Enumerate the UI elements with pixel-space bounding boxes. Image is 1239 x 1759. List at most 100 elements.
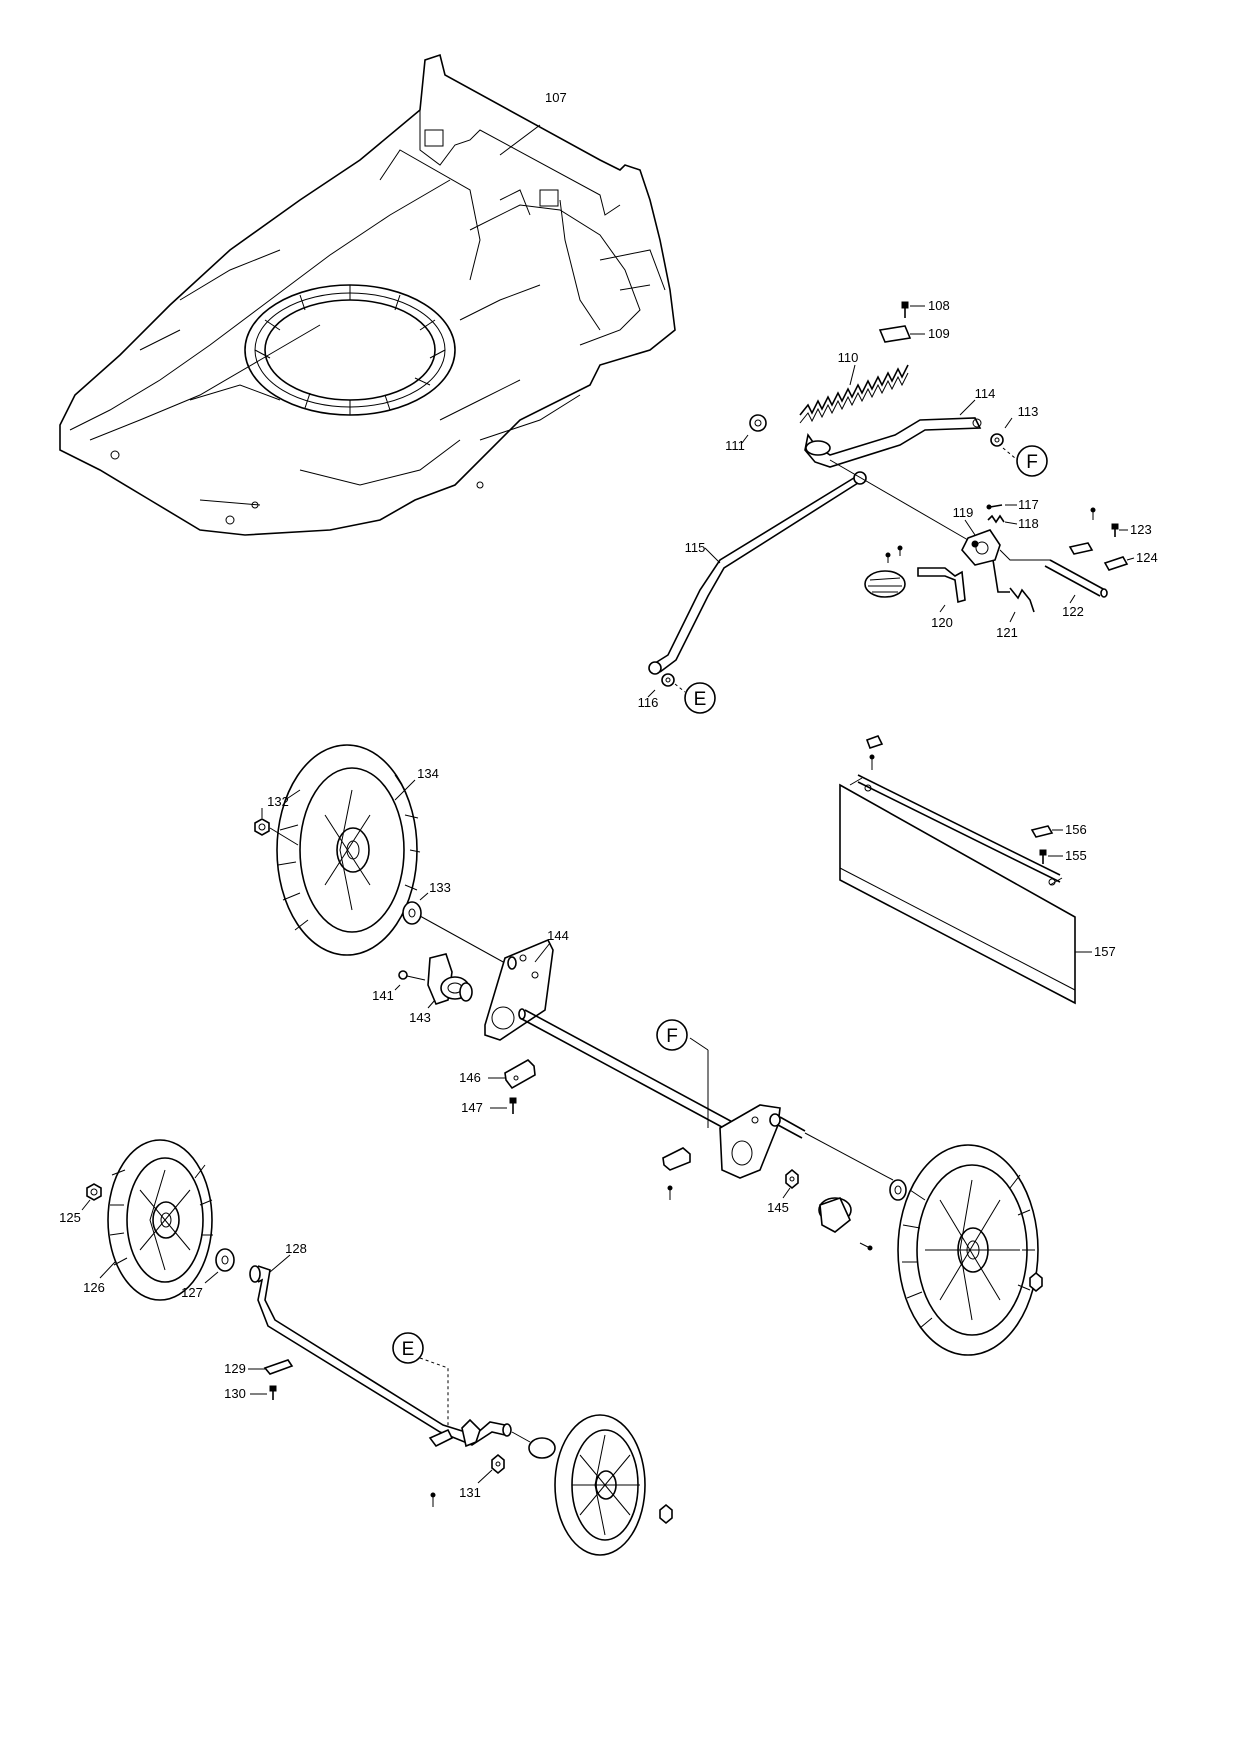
callout-113: 113 bbox=[1018, 404, 1039, 419]
nut-145 bbox=[785, 1168, 799, 1190]
front-wheel-right bbox=[511, 1414, 673, 1556]
callout-147: 147 bbox=[461, 1100, 483, 1115]
leader-118 bbox=[1004, 521, 1018, 525]
callout-134: 134 bbox=[417, 766, 439, 781]
nut-125 bbox=[86, 1183, 102, 1201]
leader-133 bbox=[419, 892, 429, 901]
front-axle-hardware bbox=[428, 1428, 454, 1507]
washer-111 bbox=[749, 414, 767, 432]
svg-text:F: F bbox=[1026, 452, 1038, 473]
leader-144 bbox=[534, 942, 551, 963]
handle-knob bbox=[864, 545, 906, 598]
svg-text:E: E bbox=[402, 1339, 415, 1360]
callout-122: 122 bbox=[1062, 604, 1084, 619]
callout-125: 125 bbox=[59, 1210, 81, 1225]
leader-125 bbox=[81, 1199, 91, 1211]
callout-114: 114 bbox=[975, 386, 996, 401]
callout-120: 120 bbox=[931, 615, 953, 630]
leader-121 bbox=[1009, 611, 1016, 623]
axis-line-133 bbox=[419, 915, 506, 964]
nut-131 bbox=[491, 1453, 505, 1475]
leader-115 bbox=[704, 547, 721, 564]
leader-122 bbox=[1069, 594, 1076, 604]
front-wheel-left-126 bbox=[107, 1139, 213, 1301]
callout-132: 132 bbox=[267, 794, 289, 809]
mower-deck bbox=[59, 53, 676, 536]
clip-146 bbox=[504, 1059, 536, 1090]
leader-107 bbox=[499, 124, 541, 156]
pin-117 bbox=[986, 504, 1003, 510]
callout-155: 155 bbox=[1065, 848, 1087, 863]
mount-screws-157 bbox=[865, 735, 884, 770]
leader-f-axle bbox=[689, 1037, 709, 1051]
rear-wheel-right bbox=[897, 1144, 1039, 1356]
callout-110: 110 bbox=[838, 350, 859, 365]
svg-text:F: F bbox=[666, 1026, 678, 1047]
leader-116 bbox=[647, 689, 656, 698]
leader-113 bbox=[1004, 417, 1013, 429]
bushing-right bbox=[818, 1197, 873, 1251]
rear-axle-rod bbox=[518, 1008, 739, 1134]
ref-marker-f-top: F bbox=[1016, 445, 1048, 477]
bracket-124-set bbox=[1068, 542, 1129, 571]
callout-126: 126 bbox=[83, 1280, 105, 1295]
screw-147 bbox=[509, 1097, 517, 1114]
callout-156: 156 bbox=[1065, 822, 1087, 837]
leader-143 bbox=[427, 999, 436, 1009]
callout-144: 144 bbox=[547, 928, 569, 943]
nut-right-wheel bbox=[1029, 1271, 1043, 1293]
leader-145 bbox=[782, 1187, 791, 1199]
leader-120 bbox=[939, 604, 946, 613]
leader-111 bbox=[741, 434, 749, 444]
rear-wheel-left-134 bbox=[276, 744, 421, 956]
callout-131: 131 bbox=[459, 1485, 481, 1500]
callout-143: 143 bbox=[409, 1010, 431, 1025]
side-plate-144 bbox=[484, 938, 554, 1041]
spring-110 bbox=[799, 364, 909, 424]
callout-157: 157 bbox=[1094, 944, 1116, 959]
spring-clip-118 bbox=[987, 514, 1005, 524]
leader-126 bbox=[99, 1261, 116, 1279]
screw-123-set bbox=[1090, 507, 1119, 537]
screw-141 bbox=[398, 970, 426, 981]
callout-146: 146 bbox=[459, 1070, 481, 1085]
leader-114 bbox=[959, 399, 976, 416]
leader-131 bbox=[477, 1469, 493, 1484]
callout-119: 119 bbox=[953, 505, 974, 520]
shaft-122 bbox=[1044, 559, 1108, 598]
callout-133: 133 bbox=[429, 880, 451, 895]
leader-127 bbox=[204, 1271, 219, 1284]
callout-127: 127 bbox=[181, 1285, 203, 1300]
leader-110 bbox=[849, 364, 856, 386]
callout-145: 145 bbox=[767, 1200, 789, 1215]
bracket-156 bbox=[1030, 825, 1054, 838]
front-axle-128 bbox=[249, 1265, 512, 1448]
washer-right bbox=[889, 1179, 907, 1201]
clip-right bbox=[662, 1147, 691, 1200]
washer-127 bbox=[215, 1248, 235, 1272]
nut-132 bbox=[254, 818, 270, 836]
callout-111: 111 bbox=[725, 438, 745, 453]
bracket-109 bbox=[878, 325, 912, 343]
leader-128 bbox=[269, 1254, 291, 1273]
pin-lever-120 bbox=[917, 567, 966, 604]
ref-marker-e-axle: E bbox=[392, 1332, 424, 1364]
callout-130: 130 bbox=[224, 1386, 246, 1401]
callout-109: 109 bbox=[928, 326, 950, 341]
washer-113 bbox=[990, 433, 1004, 447]
lever-114 bbox=[804, 417, 982, 468]
callout-117: 117 bbox=[1018, 497, 1039, 512]
screw-130 bbox=[269, 1385, 277, 1400]
callout-141: 141 bbox=[372, 988, 394, 1003]
axis-line-132 bbox=[269, 827, 299, 846]
torsion-spring-121 bbox=[992, 559, 1035, 613]
callout-123: 123 bbox=[1130, 522, 1152, 537]
callout-121: 121 bbox=[996, 625, 1018, 640]
leader-141 bbox=[394, 984, 401, 991]
callout-129: 129 bbox=[224, 1361, 246, 1376]
ref-link-e-axle bbox=[419, 1357, 449, 1428]
callout-128: 128 bbox=[285, 1241, 307, 1256]
ref-marker-f-axle: F bbox=[656, 1019, 688, 1051]
